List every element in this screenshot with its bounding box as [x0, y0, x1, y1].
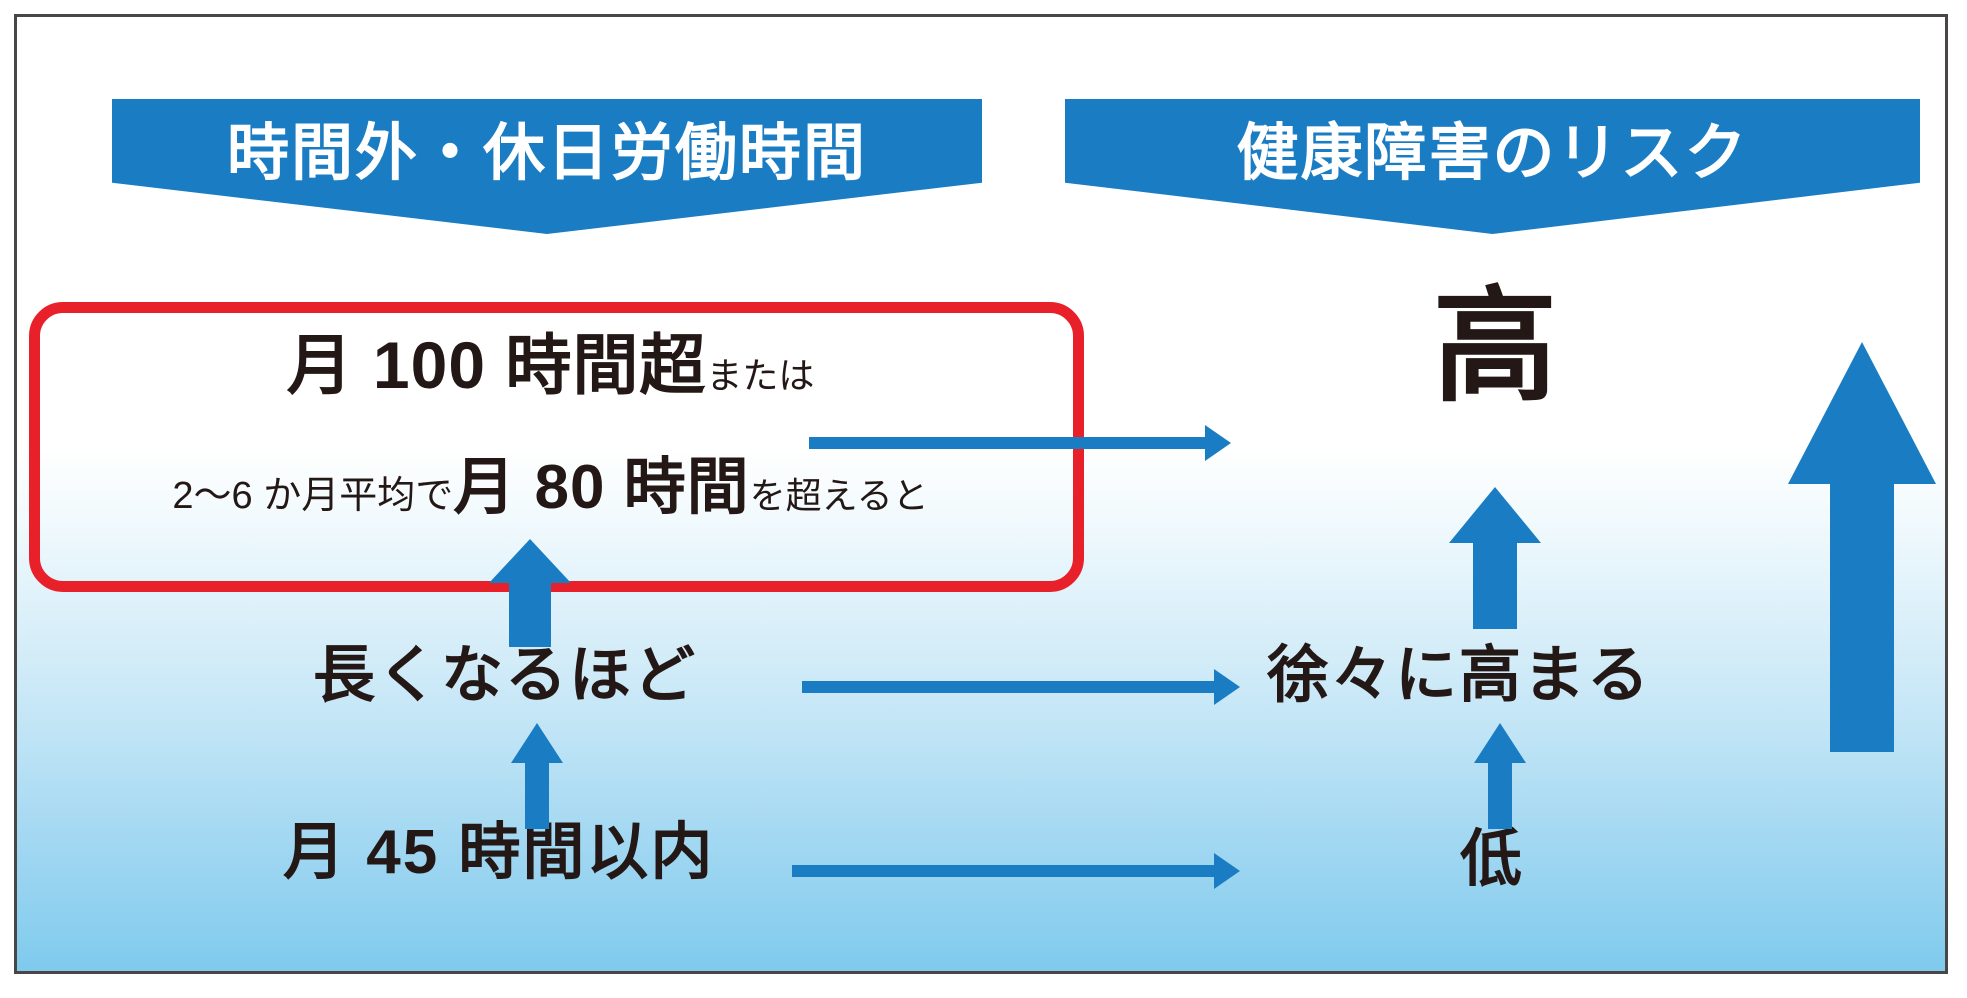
arrow-head: [1474, 723, 1526, 763]
arrow-shaft: [1488, 759, 1512, 829]
bottom-row-risk-label: 低: [1460, 825, 1523, 894]
arrow-shaft: [525, 759, 549, 829]
top-row-average-months-label: 2～6 か月平均で: [172, 475, 454, 517]
arrow-shaft: [1473, 539, 1517, 629]
header-banner-overtime-hours: 時間外・休日労働時間: [112, 99, 982, 234]
arrow-shaft: [809, 437, 1207, 449]
top-row-hours-or-label: または: [706, 355, 815, 396]
top-row-hours-80-label: 月 80 時間: [453, 453, 750, 522]
header-banner-health-risk-label: 健康障害のリスク: [1236, 119, 1749, 188]
top-row-hours-100-label: 月 100 時間超: [286, 328, 707, 402]
arrow-head: [489, 539, 571, 583]
arrow-head: [1788, 342, 1936, 484]
arrow-head: [1214, 853, 1240, 889]
arrow-shaft: [802, 681, 1216, 693]
middle-row-risk-label: 徐々に高まる: [1267, 641, 1652, 710]
bottom-row-hours-label: 月 45 時間以内: [283, 818, 715, 887]
arrow-shaft: [1830, 482, 1894, 752]
top-row-exceeds-label-text: を超えると: [749, 475, 929, 516]
top-row-risk-label: 高: [1433, 278, 1558, 416]
header-banner-overtime-hours-label: 時間外・休日労働時間: [226, 119, 867, 188]
arrow-head: [1214, 669, 1240, 705]
top-row-hours-line1: 月 100 時間超または: [17, 332, 1084, 398]
arrow-shaft: [792, 865, 1216, 877]
top-row-hours-line2: 2～6 か月平均で月 80 時間を超えると: [17, 457, 1084, 519]
arrow-shaft: [509, 579, 551, 647]
header-banner-health-risk: 健康障害のリスク: [1065, 99, 1920, 234]
arrow-head: [1449, 487, 1541, 543]
arrow-head: [511, 723, 563, 763]
diagram-frame: 時間外・休日労働時間 健康障害のリスク 月 100 時間超または 2～6 か月平…: [14, 14, 1948, 974]
middle-row-hours-label: 長くなるほど: [313, 641, 698, 710]
arrow-head: [1205, 425, 1231, 461]
